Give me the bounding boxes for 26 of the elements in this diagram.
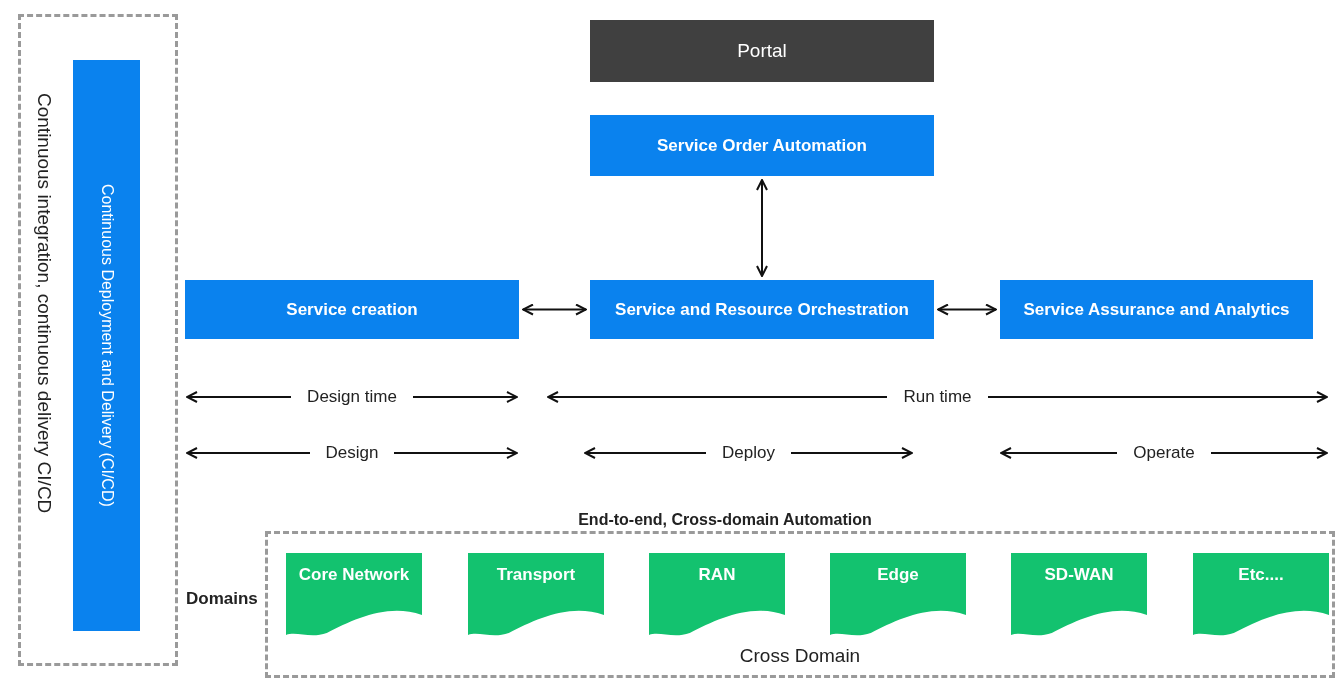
process-box [590,280,934,339]
group-label: Cross Domain [739,644,861,666]
box-label: Transport [496,565,576,584]
double-arrow [522,303,587,316]
box-label: Portal [737,38,787,63]
box-label: Service Assurance and Analytics [1023,298,1290,321]
box-label: RAN [698,565,736,584]
box-label: Edge [877,565,919,584]
box-label: Service and Resource Orchestration [615,298,909,321]
process-box [590,115,934,176]
box-label: Service creation [286,298,418,321]
vertical-label: Continuous Deployment and Delivery (CI/CD) [98,184,115,507]
group-heading: End-to-end, Cross-domain Automation [578,511,872,528]
dashed-frame [18,14,178,666]
double-arrow [756,179,768,277]
process-bar [73,60,140,631]
row-label: Domains [186,589,258,608]
box-label: Etc.... [1238,565,1284,584]
box-label: Service Order Automation [656,134,867,157]
process-box [590,20,934,82]
box-label: SD-WAN [1044,565,1114,584]
box-label: Core Network [298,565,410,584]
process-box [185,280,519,339]
process-box [1000,280,1313,339]
double-arrow [937,303,997,316]
vertical-label: Continuous integration, continuous delivery CI/CD [35,93,54,514]
